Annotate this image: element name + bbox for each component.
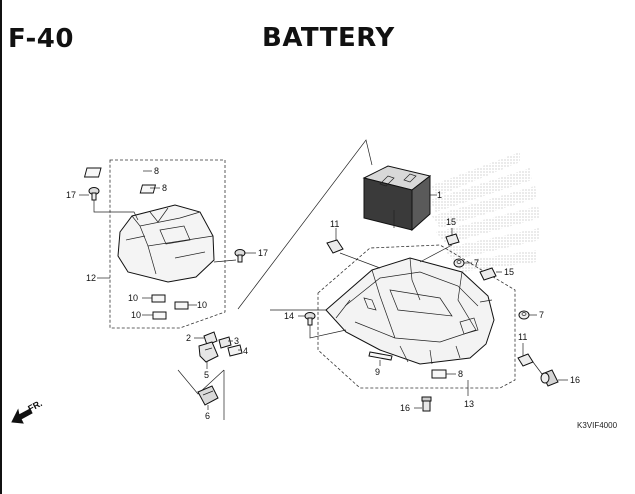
figure-code: F-40 [8, 24, 74, 54]
front-direction-arrow: FR. [11, 398, 44, 424]
battery-box-dashed-outline [317, 244, 516, 389]
page-title: BATTERY [262, 23, 395, 53]
clip-4 [227, 344, 243, 357]
callout-7b: 7 [539, 310, 544, 320]
screw-14 [304, 312, 316, 326]
clip-15b [479, 267, 497, 281]
nut-11a [326, 239, 344, 254]
callout-14: 14 [284, 311, 294, 321]
bolt-16b [421, 396, 432, 412]
clip-group [177, 331, 243, 420]
callout-10a: 10 [128, 293, 138, 303]
rubber-pad-8c [431, 369, 447, 379]
grommet-7b [518, 310, 530, 320]
clip-3 [218, 336, 232, 349]
catalog-number: K3VIF4000 [577, 421, 618, 430]
callout-13: 13 [464, 399, 474, 409]
callout-7a: 7 [474, 258, 479, 268]
callout-9: 9 [375, 367, 380, 377]
callout-17a: 17 [66, 190, 76, 200]
nut-11b [517, 353, 534, 367]
battery-tray-part [325, 257, 495, 365]
callout-8c: 8 [458, 369, 463, 379]
battery-cover-part [117, 204, 215, 283]
screw-17b [234, 249, 246, 263]
bolt-16a [540, 369, 559, 387]
rubber-pad-10b [174, 301, 189, 310]
callout-8b: 8 [162, 183, 167, 193]
front-direction-label: FR. [26, 398, 43, 414]
strip-9 [368, 351, 393, 361]
callout-12: 12 [86, 273, 96, 283]
callout-11b: 11 [518, 332, 527, 342]
callout-10b: 10 [197, 300, 207, 310]
callout-1: 1 [437, 190, 442, 200]
rubber-pad-10a [151, 294, 166, 303]
cover-group-dashed-outline [109, 159, 226, 329]
rubber-pad-10c [152, 311, 167, 320]
battery-part [362, 165, 437, 232]
callout-16b: 16 [400, 403, 410, 413]
grommet-7a [453, 258, 465, 268]
callout-6: 6 [205, 411, 210, 421]
screw-17a [88, 187, 100, 201]
rubber-pad-8b [139, 184, 157, 194]
clip-2 [203, 331, 218, 346]
clip-15a [445, 233, 460, 246]
callout-4: 4 [243, 346, 248, 356]
callout-3: 3 [234, 336, 239, 346]
callout-11a: 11 [330, 219, 339, 229]
callout-15b: 15 [504, 267, 514, 277]
watermark-wing-logo [430, 152, 540, 272]
holder-6 [197, 385, 219, 406]
callout-2: 2 [186, 333, 191, 343]
cover-group [83, 159, 246, 329]
callout-labels: 1 2 3 4 5 6 7 7 8 8 8 9 10 10 10 11 11 1… [66, 166, 580, 421]
callout-10c: 10 [131, 310, 141, 320]
rubber-pad-8a [83, 167, 102, 178]
callout-16a: 16 [570, 375, 580, 385]
left-leader-lines [79, 170, 256, 316]
callout-17b: 17 [258, 248, 268, 258]
callout-8a: 8 [154, 166, 159, 176]
right-leader-lines [298, 228, 568, 409]
callout-5: 5 [204, 370, 209, 380]
holder-5 [198, 341, 219, 363]
guide-line-upper [237, 139, 373, 310]
callout-15a: 15 [446, 217, 456, 227]
page-left-rule [0, 0, 2, 494]
